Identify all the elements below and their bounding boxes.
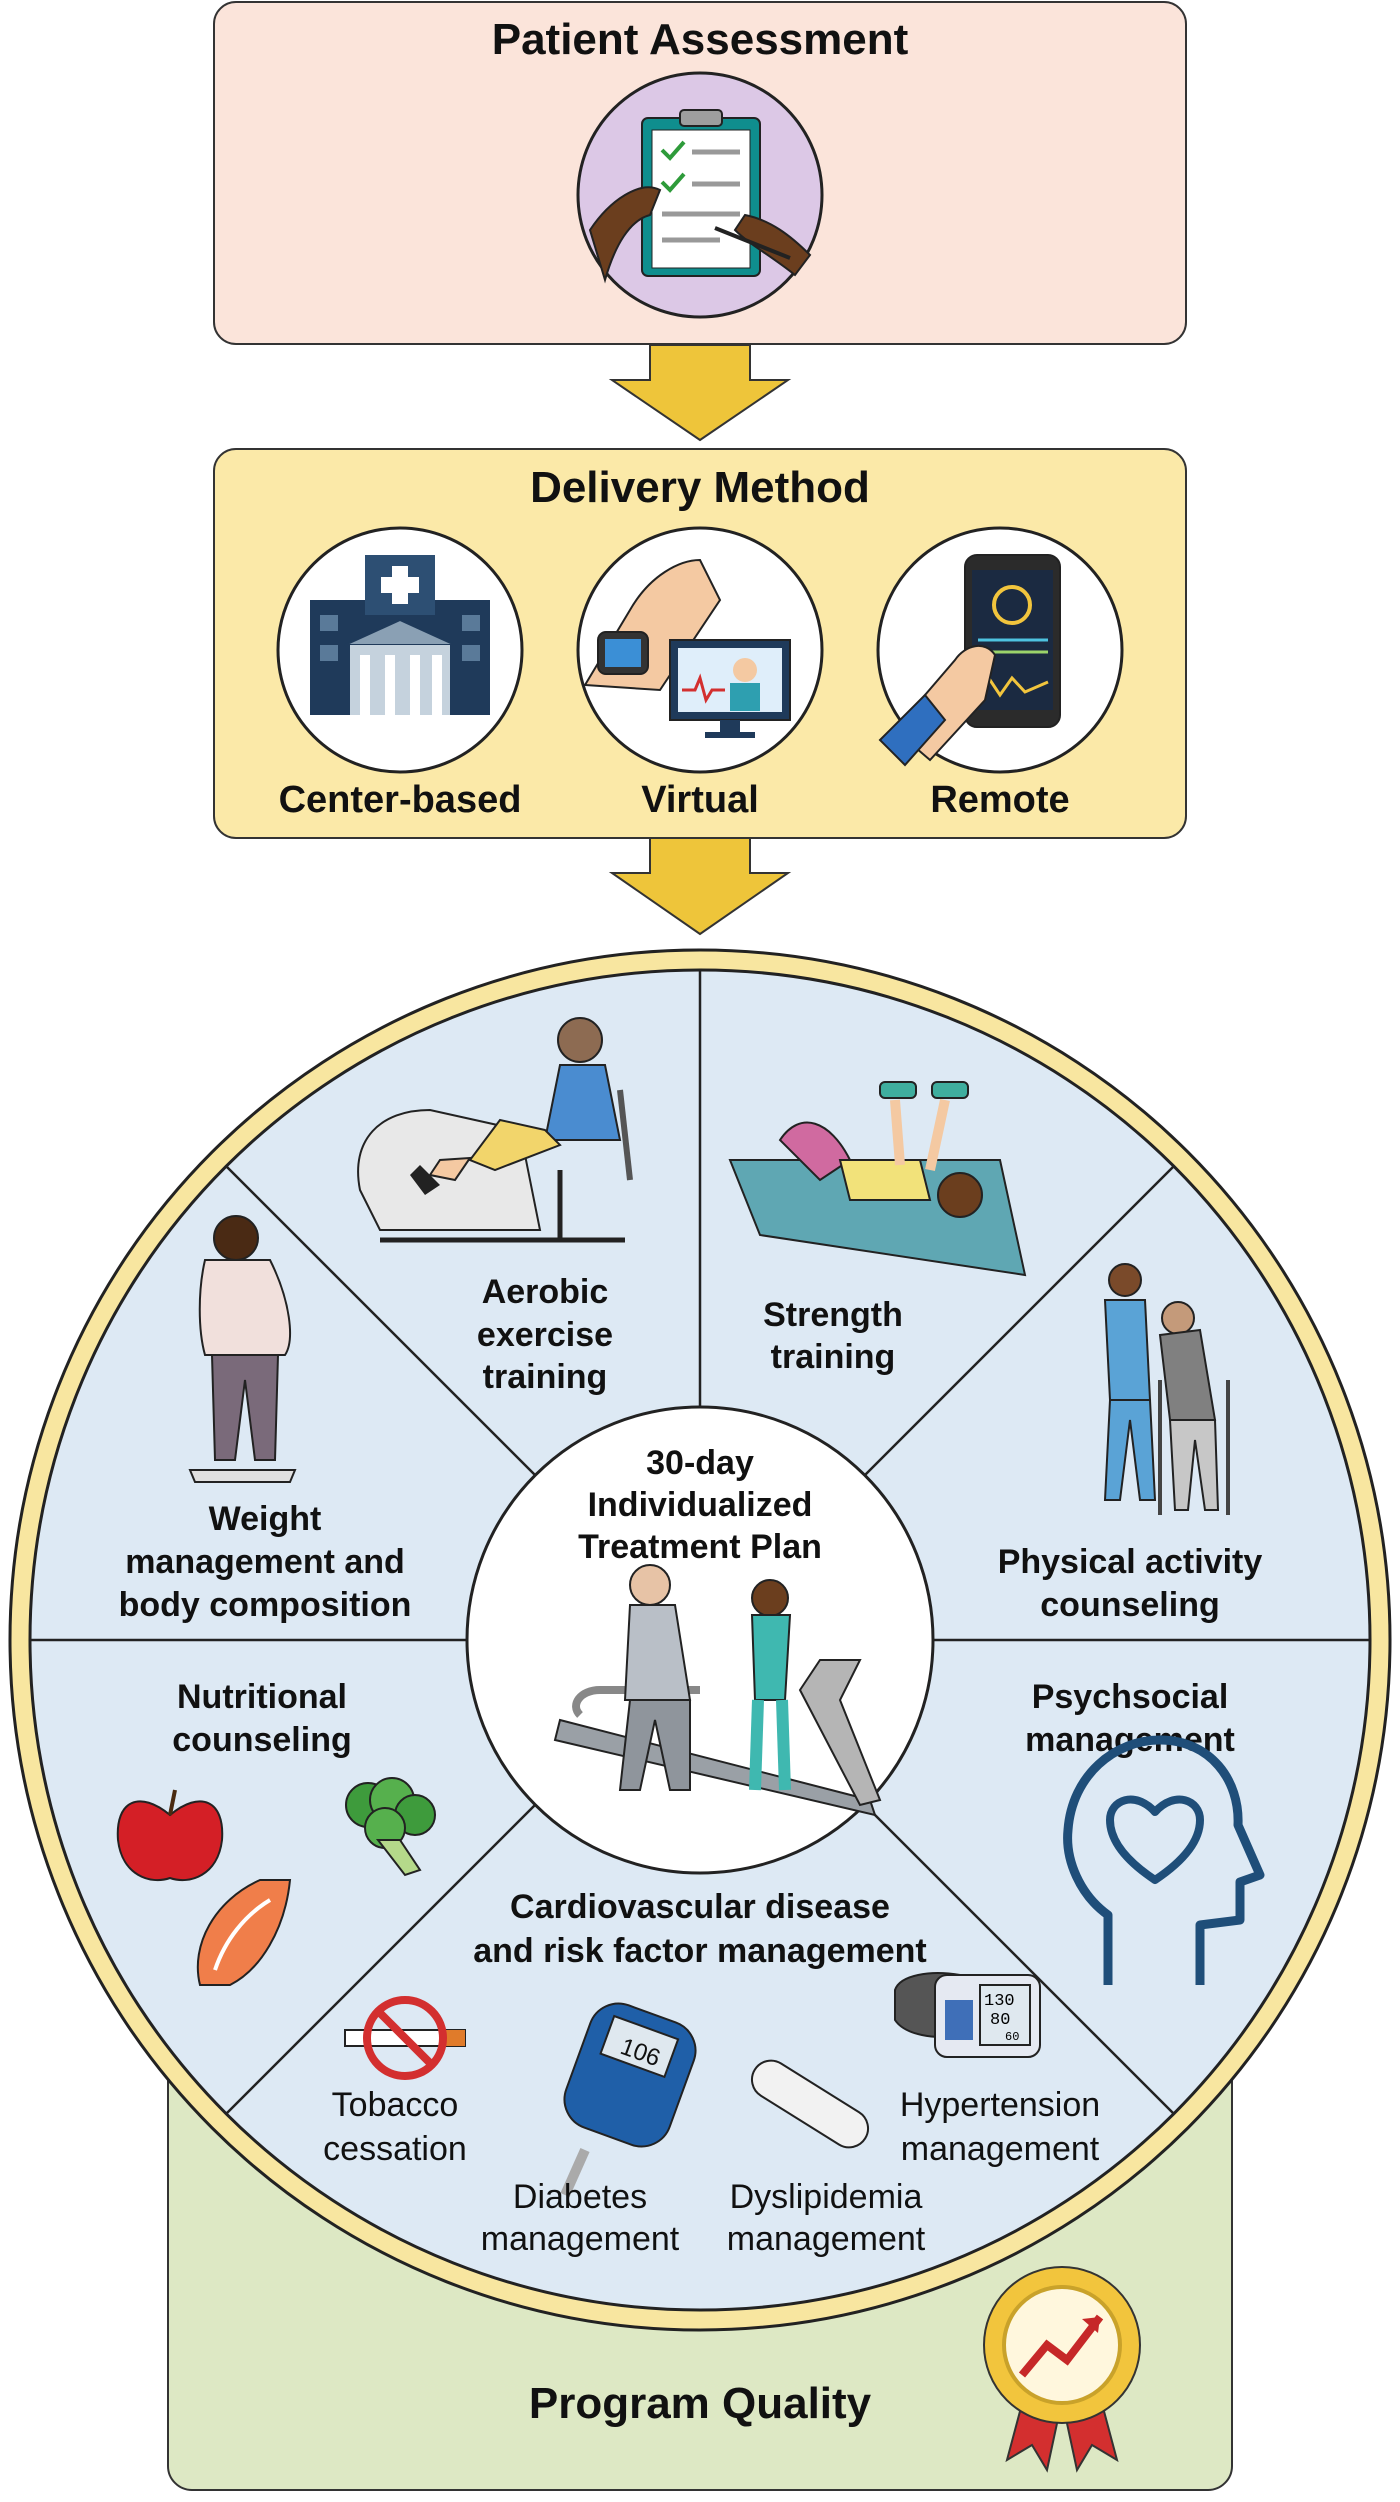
weight-label-line3: body composition xyxy=(119,1586,412,1624)
treadmill-stress-test-icon xyxy=(553,1564,882,1817)
nutrition-label-line2: counseling xyxy=(172,1721,351,1759)
dyslipidemia-label-line1: Dyslipidemia xyxy=(730,2178,923,2216)
delivery-method-title: Delivery Method xyxy=(530,463,870,512)
segment-psychosocial: Psychsocial management xyxy=(1025,1678,1265,1985)
diabetes-label-line1: Diabetes xyxy=(513,2178,647,2216)
segment-nutrition: Nutritional counseling xyxy=(116,1678,436,1986)
pill-capsule-icon xyxy=(750,2059,870,2149)
center-label-line3: Treatment Plan xyxy=(578,1528,822,1566)
hypertension-label-line1: Hypertension xyxy=(900,2086,1100,2124)
nutrition-label-line1: Nutritional xyxy=(177,1678,347,1716)
glucose-meter-icon: 106 xyxy=(560,2002,697,2198)
physical-activity-label-line1: Physical activity xyxy=(998,1543,1263,1581)
wheel-divider xyxy=(225,1804,536,2115)
segment-weight: Weight management and body composition xyxy=(119,1215,412,1624)
delivery-label-center-based: Center-based xyxy=(279,779,522,821)
recumbent-bike-icon xyxy=(357,1017,633,1243)
wheel-divider xyxy=(864,1165,1175,1476)
delivery-label-virtual: Virtual xyxy=(641,779,759,821)
segment-strength: Strength training xyxy=(728,1081,1027,1376)
treatment-plan-center: 30-day Individualized Treatment Plan xyxy=(465,1405,935,1875)
bp-reading-sys: 130 xyxy=(984,1992,1015,2011)
healthy-food-icon xyxy=(116,1777,436,1986)
cardio-label-line1: Cardiovascular disease xyxy=(510,1888,890,1926)
strength-label-line2: training xyxy=(771,1338,896,1376)
aerobic-label-line1: Aerobic xyxy=(482,1273,609,1311)
tobacco-label-line2: cessation xyxy=(323,2130,467,2168)
diabetes-label-line2: management xyxy=(481,2220,680,2258)
smartwatch-video-call-icon xyxy=(576,526,824,774)
physical-activity-label-line2: counseling xyxy=(1040,1586,1219,1624)
wheel-divider xyxy=(864,1804,1175,2115)
person-on-scale-icon xyxy=(188,1215,297,1483)
weight-label-line1: Weight xyxy=(209,1500,322,1538)
hypertension-label-line2: management xyxy=(901,2130,1100,2168)
no-smoking-icon xyxy=(344,1996,466,2080)
patient-assessment-panel: Patient Assessment xyxy=(213,1,1187,345)
tobacco-label-line1: Tobacco xyxy=(332,2086,459,2124)
segment-cardiovascular: Cardiovascular disease and risk factor m… xyxy=(323,1888,1100,2258)
bp-reading-dia: 80 xyxy=(990,2011,1010,2030)
segment-aerobic: Aerobic exercise training xyxy=(357,1017,633,1396)
flow-arrow-2 xyxy=(608,837,792,936)
clipboard-checklist-icon xyxy=(576,71,824,319)
flow-arrow-1 xyxy=(608,344,792,442)
delivery-label-remote: Remote xyxy=(930,779,1069,821)
head-heart-icon xyxy=(1063,1735,1265,1985)
segment-physical-activity: Physical activity counseling xyxy=(998,1263,1263,1624)
award-ribbon-trend-icon xyxy=(983,2266,1141,2473)
strength-label-line1: Strength xyxy=(763,1296,903,1334)
blood-pressure-monitor-icon: 130 80 60 xyxy=(894,1972,1041,2058)
weight-label-line2: management and xyxy=(125,1543,405,1581)
dumbbell-press-icon xyxy=(728,1081,1027,1277)
wheel-divider xyxy=(225,1165,536,1476)
walking-with-nurse-icon xyxy=(1103,1263,1230,1515)
treatment-wheel: Aerobic exercise training Strength train… xyxy=(8,948,1392,2332)
program-quality-title: Program Quality xyxy=(529,2379,872,2428)
psychosocial-label-line1: Psychsocial xyxy=(1032,1678,1229,1716)
delivery-method-panel: Delivery Method Center-based xyxy=(213,448,1187,839)
hospital-building-icon xyxy=(276,526,524,774)
patient-assessment-title: Patient Assessment xyxy=(492,15,909,64)
dyslipidemia-label-line2: management xyxy=(727,2220,926,2258)
smartphone-app-icon xyxy=(876,526,1124,774)
aerobic-label-line2: exercise xyxy=(477,1316,613,1354)
aerobic-label-line3: training xyxy=(483,1358,608,1396)
bp-reading-pulse: 60 xyxy=(1005,2030,1019,2044)
center-label-line2: Individualized xyxy=(588,1486,813,1524)
cardio-label-line2: and risk factor management xyxy=(473,1932,926,1970)
center-label-line1: 30-day xyxy=(646,1444,754,1482)
